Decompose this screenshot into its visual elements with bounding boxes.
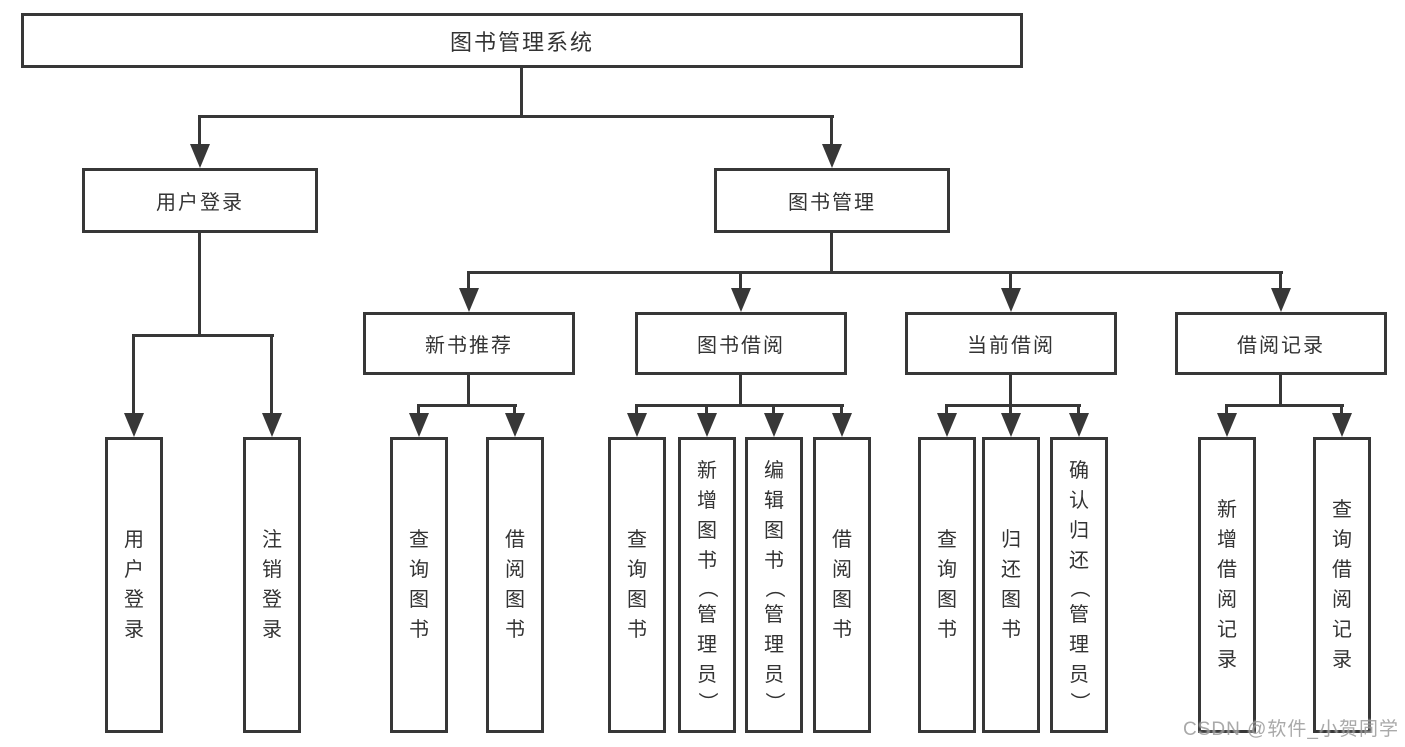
leaf-cb-return-book-label: 归还图书 <box>1001 529 1021 641</box>
leaf-user-login: 用户登录 <box>105 437 163 733</box>
arrowhead-bb-edit <box>764 413 784 437</box>
connector-to-book-borrow <box>739 271 742 295</box>
node-book-management: 图书管理 <box>714 168 950 233</box>
leaf-logout: 注销登录 <box>243 437 301 733</box>
leaf-nb-borrow-book-label: 借阅图书 <box>505 529 525 641</box>
node-user-login: 用户登录 <box>82 168 318 233</box>
leaf-user-login-label: 用户登录 <box>124 529 144 641</box>
leaf-br-query-record: 查询借阅记录 <box>1313 437 1371 733</box>
arrowhead-book-borrow <box>731 288 751 312</box>
connector-to-cb-return <box>1009 404 1012 420</box>
node-borrow-record: 借阅记录 <box>1175 312 1387 375</box>
leaf-bb-borrow-book-label: 借阅图书 <box>832 529 852 641</box>
node-new-book-recommend: 新书推荐 <box>363 312 575 375</box>
connector-to-nb-borrow <box>513 404 516 420</box>
leaf-cb-query-book-label: 查询图书 <box>937 529 957 641</box>
connector-level3-rail <box>467 271 1283 274</box>
arrowhead-new-book-recommend <box>459 288 479 312</box>
connector-root-stub <box>520 68 523 118</box>
arrowhead-leaf-logout <box>262 413 282 437</box>
connector-to-bb-add <box>705 404 708 420</box>
arrowhead-bb-borrow <box>832 413 852 437</box>
connector-user-login-rail <box>132 334 274 337</box>
leaf-bb-edit-book-label: 编辑图书（管理员） <box>763 460 785 712</box>
arrowhead-bb-query <box>627 413 647 437</box>
connector-to-bb-query <box>635 404 638 420</box>
leaf-cb-confirm-return-label: 确认归还（管理员） <box>1068 460 1090 712</box>
leaf-br-add-record-label: 新增借阅记录 <box>1217 499 1237 671</box>
leaf-bb-query-book-label: 查询图书 <box>627 529 647 641</box>
arrowhead-cb-confirm <box>1069 413 1089 437</box>
arrowhead-br-query <box>1332 413 1352 437</box>
connector-nb-stub <box>467 373 470 407</box>
node-current-borrow: 当前借阅 <box>905 312 1117 375</box>
leaf-nb-query-book-label: 查询图书 <box>409 529 429 641</box>
connector-bb-rail <box>635 404 844 407</box>
leaf-bb-borrow-book: 借阅图书 <box>813 437 871 733</box>
arrowhead-current-borrow <box>1001 288 1021 312</box>
leaf-cb-query-book: 查询图书 <box>918 437 976 733</box>
leaf-bb-add-book: 新增图书（管理员） <box>678 437 736 733</box>
leaf-bb-query-book: 查询图书 <box>608 437 666 733</box>
arrowhead-borrow-record <box>1271 288 1291 312</box>
arrowhead-cb-query <box>937 413 957 437</box>
connector-nb-rail <box>417 404 517 407</box>
node-current-borrow-label: 当前借阅 <box>967 335 1055 357</box>
connector-to-bb-edit <box>772 404 775 420</box>
arrowhead-book-management <box>822 144 842 168</box>
connector-cb-rail <box>945 404 1081 407</box>
leaf-nb-query-book: 查询图书 <box>390 437 448 733</box>
node-book-management-label: 图书管理 <box>788 192 876 214</box>
leaf-cb-return-book: 归还图书 <box>982 437 1040 733</box>
node-book-borrow-label: 图书借阅 <box>697 335 785 357</box>
connector-to-br-query <box>1340 404 1343 420</box>
node-borrow-record-label: 借阅记录 <box>1237 335 1325 357</box>
connector-level2-rail <box>198 115 834 118</box>
connector-br-rail <box>1225 404 1344 407</box>
connector-to-book-management <box>830 115 833 150</box>
arrowhead-user-login <box>190 144 210 168</box>
leaf-cb-confirm-return: 确认归还（管理员） <box>1050 437 1108 733</box>
node-book-borrow: 图书借阅 <box>635 312 847 375</box>
connector-to-borrow-record <box>1279 271 1282 295</box>
arrowhead-nb-query <box>409 413 429 437</box>
leaf-br-add-record: 新增借阅记录 <box>1198 437 1256 733</box>
connector-br-stub <box>1279 373 1282 407</box>
connector-book-management-stub <box>830 231 833 274</box>
leaf-bb-edit-book: 编辑图书（管理员） <box>745 437 803 733</box>
arrowhead-leaf-user-login <box>124 413 144 437</box>
connector-bb-stub <box>739 373 742 407</box>
connector-user-login-stub <box>198 231 201 337</box>
node-user-login-label: 用户登录 <box>156 192 244 214</box>
connector-to-new-book-recommend <box>467 271 470 295</box>
connector-to-cb-query <box>945 404 948 420</box>
connector-to-bb-borrow <box>840 404 843 420</box>
arrowhead-cb-return <box>1001 413 1021 437</box>
connector-to-nb-query <box>417 404 420 420</box>
arrowhead-nb-borrow <box>505 413 525 437</box>
connector-to-br-add <box>1225 404 1228 420</box>
node-root-label: 图书管理系统 <box>449 29 594 55</box>
connector-to-current-borrow <box>1009 271 1012 295</box>
leaf-br-query-record-label: 查询借阅记录 <box>1332 499 1352 671</box>
leaf-logout-label: 注销登录 <box>262 529 282 641</box>
connector-to-cb-confirm <box>1077 404 1080 420</box>
connector-cb-stub <box>1009 373 1012 407</box>
node-root: 图书管理系统 <box>21 13 1023 68</box>
connector-to-user-login <box>198 115 201 150</box>
leaf-bb-add-book-label: 新增图书（管理员） <box>696 460 718 712</box>
arrowhead-br-add <box>1217 413 1237 437</box>
node-new-book-recommend-label: 新书推荐 <box>425 335 513 357</box>
connector-to-leaf-user-login <box>132 334 135 420</box>
leaf-nb-borrow-book: 借阅图书 <box>486 437 544 733</box>
csdn-watermark: CSDN @软件_小贺同学 <box>1183 719 1399 740</box>
connector-to-leaf-logout <box>270 334 273 420</box>
arrowhead-bb-add <box>697 413 717 437</box>
